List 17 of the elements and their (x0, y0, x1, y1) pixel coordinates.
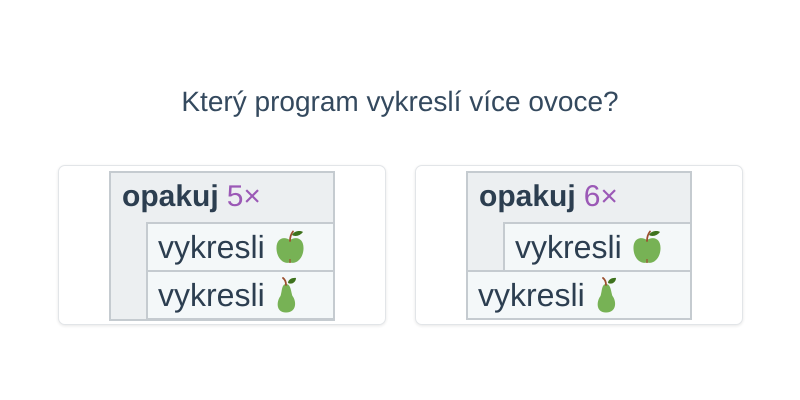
repeat-count: 6× (584, 179, 618, 215)
command-text: vykresli (158, 228, 265, 266)
command-block (503, 222, 692, 272)
command-text: vykresli (478, 276, 585, 314)
command-block (466, 270, 692, 320)
repeat-block (109, 171, 335, 321)
repeat-keyword: opakuj (122, 179, 219, 215)
command-block (146, 270, 335, 320)
repeat-count: 5× (226, 179, 261, 215)
repeat-keyword: opakuj (479, 179, 576, 215)
program-card (415, 165, 743, 325)
command-block (146, 222, 335, 272)
repeat-block (466, 171, 692, 272)
program-card (58, 165, 386, 325)
command-text: vykresli (515, 228, 622, 266)
command-text: vykresli (158, 276, 265, 314)
question-title: Který program vykreslí více ovoce? (180, 85, 620, 119)
